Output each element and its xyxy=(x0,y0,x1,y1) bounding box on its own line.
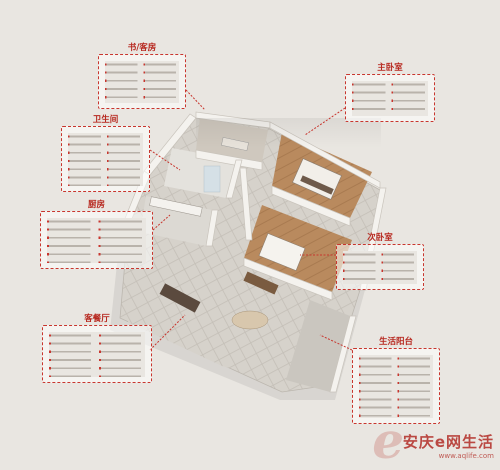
callout-master-bedroom: 主卧室 xyxy=(345,64,435,122)
callout-study-item-placeholder xyxy=(105,61,179,103)
watermark-brand: 安庆e网生活 xyxy=(402,433,494,451)
callout-second-bedroom-title: 次卧室 xyxy=(367,233,393,243)
callout-kitchen-title: 厨房 xyxy=(87,200,105,210)
living-sofa xyxy=(159,283,201,313)
callout-balcony-title: 生活阳台 xyxy=(378,337,413,347)
second-bed xyxy=(258,232,306,272)
watermark-e-logo: e xyxy=(372,411,404,470)
callout-living-dining-item-placeholder xyxy=(49,332,145,377)
dining-table xyxy=(243,271,279,295)
callout-bathroom-title: 卫生间 xyxy=(92,115,119,125)
callout-balcony-item-placeholder xyxy=(359,355,433,418)
room-balcony-floor xyxy=(286,300,350,392)
watermark-url: www.aqlife.com xyxy=(438,452,494,460)
callout-living-dining-title: 客餐厅 xyxy=(84,314,110,324)
callout-living-dining: 客餐厅 xyxy=(42,315,152,383)
watermark: 安庆e网生活 www.aqlife.com xyxy=(402,433,494,461)
callout-study-title: 书/客房 xyxy=(127,43,157,53)
wall-shadow xyxy=(196,118,381,148)
room-living-floor xyxy=(128,248,278,380)
living-rug xyxy=(231,310,269,330)
callout-second-bedroom: 次卧室 xyxy=(336,234,424,290)
callout-bathroom-item-placeholder xyxy=(68,133,143,186)
callout-second-bedroom-item-placeholder xyxy=(343,251,417,284)
kitchen-counter xyxy=(149,196,203,217)
bathroom-glass xyxy=(203,165,221,193)
callout-master-bedroom-title: 主卧室 xyxy=(377,63,403,73)
callout-bathroom: 卫生间 xyxy=(61,116,150,192)
callout-balcony: 生活阳台 xyxy=(352,338,440,424)
master-bed-throw xyxy=(300,175,334,195)
callout-kitchen-item-placeholder xyxy=(47,218,146,263)
callout-kitchen: 厨房 xyxy=(40,201,153,269)
callout-study: 书/客房 xyxy=(98,44,186,109)
leader-lines xyxy=(149,89,353,351)
callout-master-bedroom-item-placeholder xyxy=(352,81,428,116)
